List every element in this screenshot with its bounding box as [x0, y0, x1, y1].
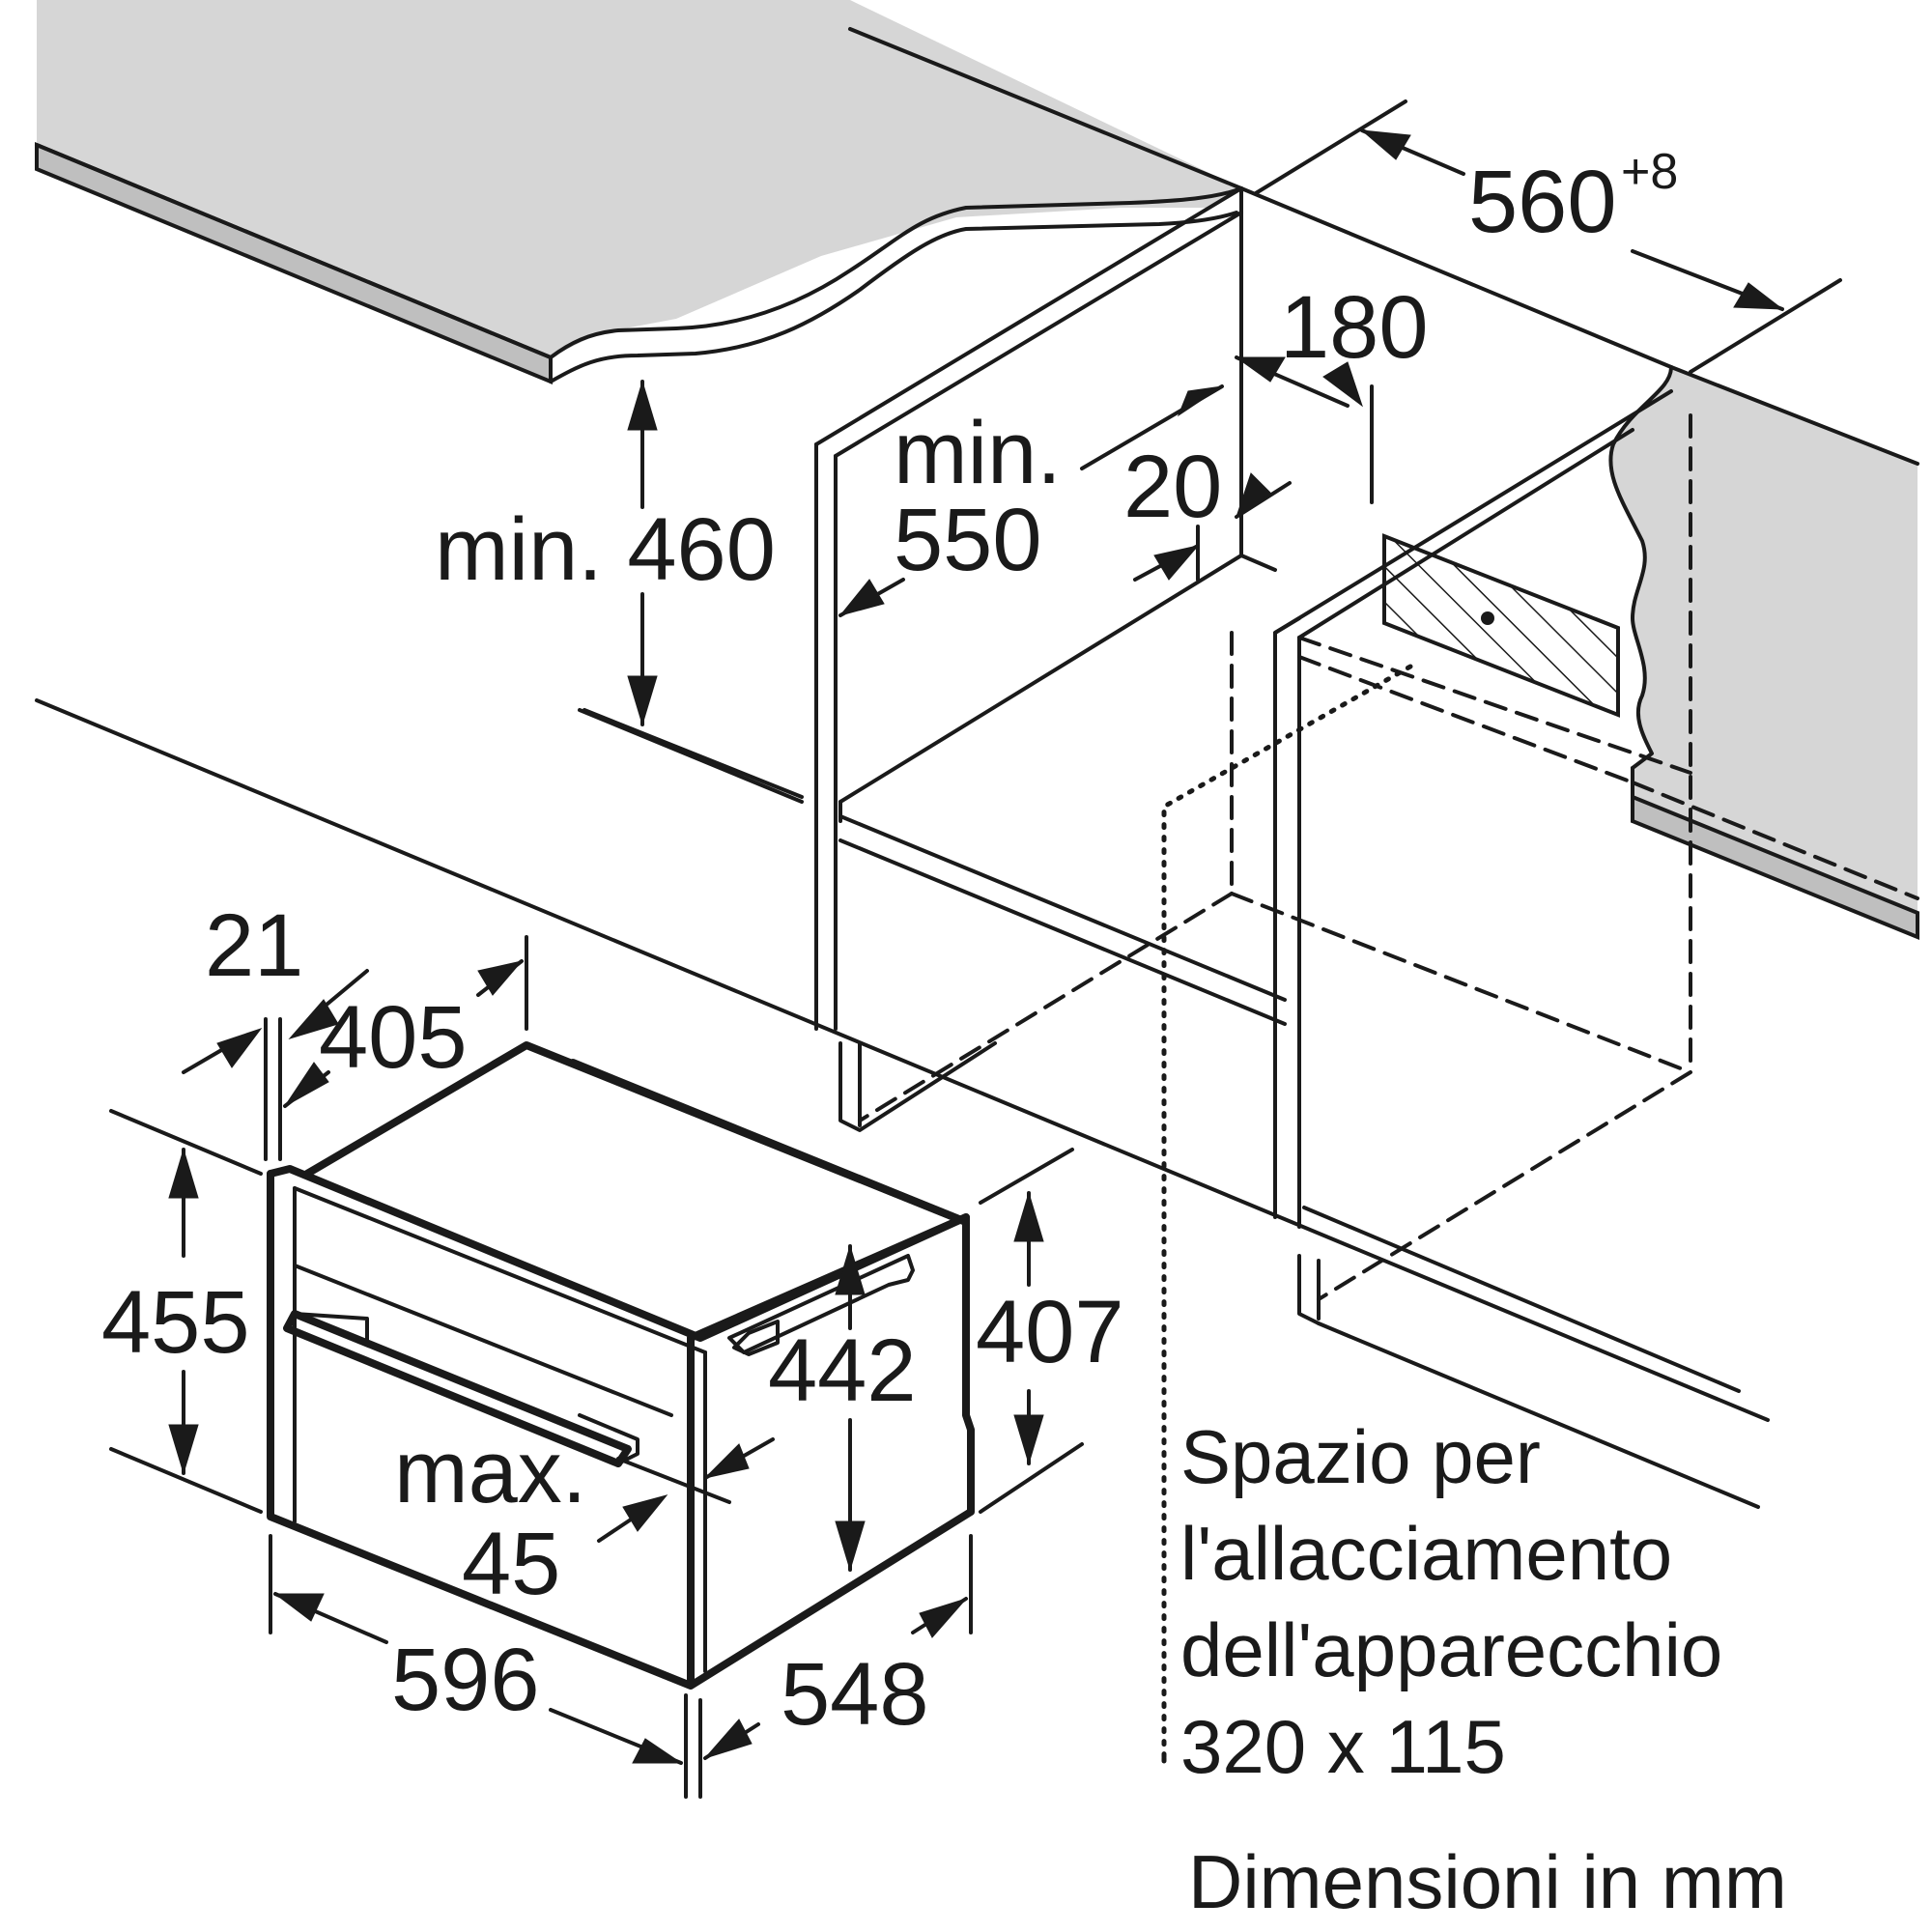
oven-handle-icon — [283, 1310, 639, 1467]
dim-min-depth-prefix: min. — [894, 404, 1062, 502]
cabinet-structure — [35, 186, 1919, 1771]
dim-height-407: 407 — [976, 1283, 1124, 1381]
countertop-right — [1608, 365, 1919, 940]
dim-front-21: 21 — [205, 896, 303, 995]
dim-niche-width-tolerance: +8 — [1621, 144, 1678, 200]
connection-box — [1382, 533, 1620, 718]
connection-note-line3: dell'apparecchio — [1180, 1607, 1722, 1692]
dim-max-prefix: max. — [394, 1423, 586, 1521]
connection-note-line2: l'allacciamento — [1180, 1511, 1672, 1596]
dim-width-596: 596 — [391, 1631, 540, 1729]
dim-min-depth-value: 550 — [894, 491, 1042, 589]
dim-depth-405: 405 — [319, 988, 468, 1087]
socket-dot-icon — [1481, 611, 1494, 625]
dim-niche-width: 560 — [1468, 153, 1617, 251]
connection-note-line1: Spazio per — [1180, 1414, 1541, 1499]
dim-max-value: 45 — [462, 1515, 560, 1613]
dim-inner-442: 442 — [768, 1321, 917, 1420]
dim-min-height: min. 460 — [435, 500, 776, 599]
dim-depth-548: 548 — [781, 1645, 929, 1744]
connection-note-line4: 320 x 115 — [1180, 1704, 1506, 1789]
dim-height-455: 455 — [101, 1273, 250, 1372]
dim-offset-20: 20 — [1123, 438, 1222, 536]
dimension-lines — [109, 99, 1842, 1799]
countertop-left — [35, 0, 1243, 384]
oven-appliance — [267, 1041, 975, 1690]
dim-offset-180: 180 — [1280, 278, 1429, 377]
units-caption: Dimensioni in mm — [1188, 1839, 1787, 1924]
